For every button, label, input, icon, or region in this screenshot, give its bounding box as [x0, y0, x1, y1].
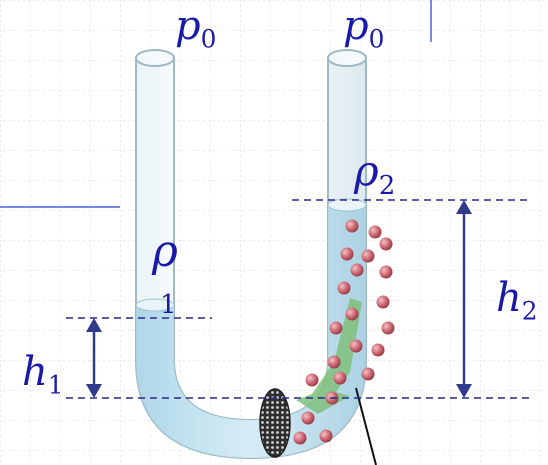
- label-rho2-sub: 2: [378, 171, 396, 202]
- particle: [329, 321, 343, 335]
- label-h2: h2: [496, 278, 538, 324]
- particle: [345, 307, 359, 321]
- particle: [371, 343, 385, 357]
- label-p0-left: p0: [175, 6, 216, 52]
- particle: [301, 411, 315, 425]
- particle: [361, 249, 375, 263]
- particle: [337, 281, 351, 295]
- particle: [333, 371, 347, 385]
- particle: [293, 431, 307, 445]
- particle: [350, 263, 364, 277]
- particle: [376, 295, 390, 309]
- particle: [319, 429, 333, 443]
- h1-arrow-head-down: [86, 384, 102, 398]
- particle: [368, 225, 382, 239]
- left-liquid-surface: [135, 298, 175, 312]
- particle: [381, 321, 395, 335]
- particle: [340, 247, 354, 261]
- label-p0-right: p0: [343, 6, 384, 52]
- h1-arrow-head-up: [86, 318, 102, 332]
- particle: [349, 339, 363, 353]
- particle: [345, 219, 359, 233]
- label-p0-left-sub: 0: [200, 24, 217, 54]
- particle: [379, 265, 393, 279]
- h2-arrow-head-up: [456, 200, 472, 214]
- label-rho1-sub: 1: [160, 290, 177, 320]
- left-tube-opening: [135, 49, 175, 67]
- label-rho2-symbol: ρ: [354, 146, 379, 195]
- label-p0-left-symbol: p: [175, 3, 201, 49]
- label-h2-symbol: h: [496, 275, 522, 321]
- particle: [305, 373, 319, 387]
- label-rho2: ρ2: [354, 150, 396, 202]
- label-rho1-symbol: ρ: [152, 226, 178, 277]
- mesh-filter: [259, 388, 291, 458]
- label-h1: h1: [22, 352, 64, 398]
- flow-arrow: [296, 298, 362, 414]
- particle: [379, 237, 393, 251]
- particles: [261, 219, 395, 445]
- particle: [327, 355, 341, 369]
- pointer-line: [355, 387, 377, 465]
- h2-arrow-head-down: [456, 384, 472, 398]
- u-tube-liquid: [136, 205, 366, 458]
- label-p0-right-sub: 0: [368, 24, 385, 54]
- label-h1-sub: 1: [47, 370, 64, 400]
- particle: [361, 367, 375, 381]
- label-h2-sub: 2: [521, 296, 538, 326]
- label-p0-right-symbol: p: [343, 3, 369, 49]
- right-tube-opening: [327, 49, 367, 67]
- right-liquid-surface: [327, 198, 367, 212]
- label-h1-symbol: h: [22, 349, 48, 395]
